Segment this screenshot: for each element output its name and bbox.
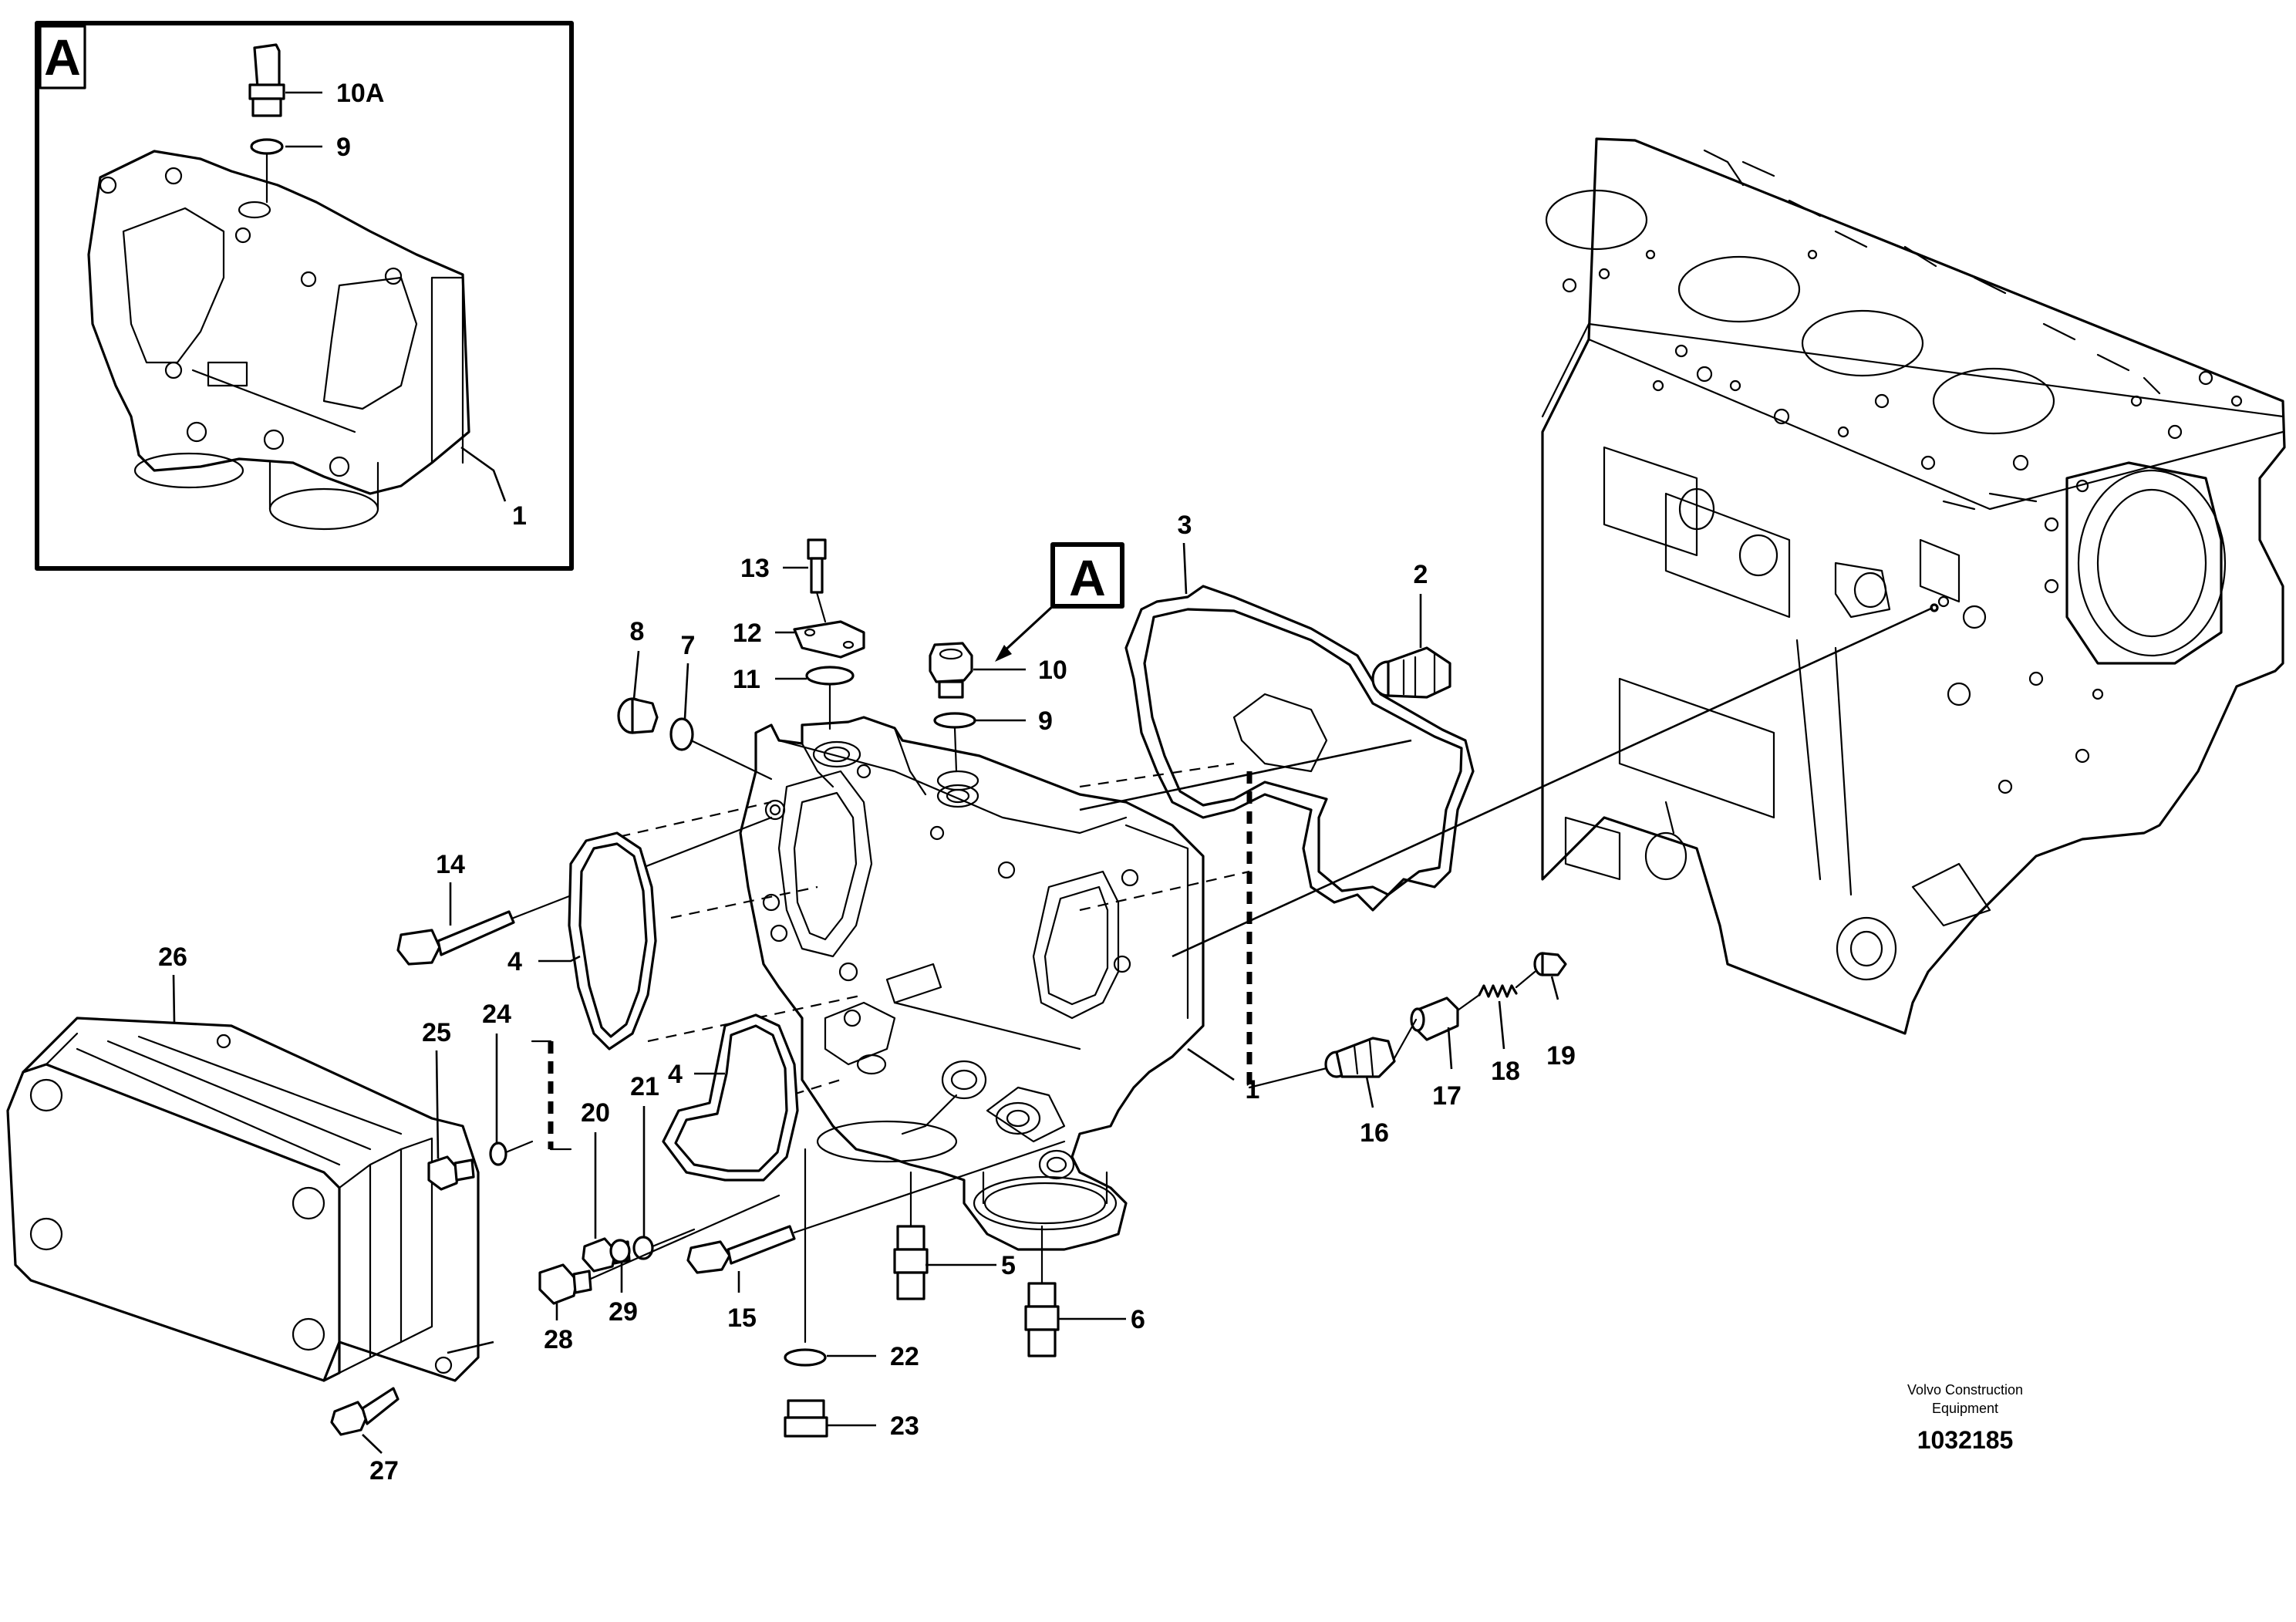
callout-1: 1 [1246, 1075, 1260, 1104]
callout-4-upper: 4 [507, 947, 522, 976]
callout-18: 18 [1491, 1057, 1520, 1086]
callout-6: 6 [1131, 1305, 1145, 1334]
piston-17 [1410, 996, 1459, 1041]
callout-26: 26 [158, 943, 187, 972]
callout-11: 11 [733, 665, 760, 694]
detail-tag: A [44, 29, 81, 86]
gasket-4-lower [662, 1013, 799, 1182]
o-ring-11 [805, 666, 855, 686]
callout-labels: 10A 9 1 13 12 11 10 9 8 7 3 2 14 4 4 26 … [158, 79, 1576, 1485]
oil-cooler-26 [6, 1017, 480, 1382]
view-a-marker: A [995, 542, 1124, 662]
plug-19 [1533, 952, 1567, 976]
callout-9-detail: 9 [336, 133, 351, 162]
seal-22 [784, 1348, 827, 1367]
bolt-27 [330, 1387, 400, 1436]
plug-8 [617, 697, 659, 734]
nipple-5 [893, 1225, 929, 1300]
callout-4-lower: 4 [668, 1060, 683, 1089]
plate-12 [793, 620, 865, 659]
engine-block [1541, 137, 2286, 1035]
drawing-number: 1032185 [1917, 1426, 2014, 1454]
callout-10a-detail: 10A [336, 79, 384, 108]
callout-3: 3 [1178, 511, 1192, 540]
callout-14: 14 [436, 850, 465, 879]
bolt-13 [807, 538, 827, 594]
callout-leaders [172, 91, 1559, 1454]
callout-5: 5 [1001, 1251, 1016, 1280]
callout-29: 29 [609, 1297, 638, 1327]
company-line-2: Equipment [1932, 1401, 1998, 1416]
callout-27: 27 [369, 1456, 399, 1485]
bolt-15 [686, 1225, 796, 1274]
callout-25: 25 [422, 1018, 451, 1047]
callout-9: 9 [1038, 706, 1053, 736]
callout-10: 10 [1038, 656, 1067, 685]
callout-2: 2 [1414, 560, 1428, 589]
callout-12: 12 [733, 619, 762, 648]
callout-1-detail: 1 [512, 501, 527, 531]
plug-2 [1371, 646, 1451, 699]
callout-23: 23 [890, 1411, 919, 1441]
seal-24 [489, 1141, 507, 1166]
callout-22: 22 [890, 1342, 919, 1371]
plug-20 [582, 1237, 617, 1273]
detail-view-a: A [35, 21, 574, 571]
callout-28: 28 [544, 1325, 573, 1354]
bolt-14 [396, 910, 515, 966]
plug-28 [538, 1263, 578, 1305]
seal-29 [609, 1239, 631, 1263]
seal-7 [669, 717, 694, 751]
valve-16 [1324, 1037, 1396, 1078]
plug-25 [427, 1155, 460, 1191]
seal-ring-9a [250, 138, 284, 155]
callout-21: 21 [630, 1072, 659, 1101]
fitting-10a [248, 43, 285, 117]
callout-20: 20 [581, 1098, 610, 1128]
callout-17: 17 [1432, 1081, 1462, 1111]
company-line-1: Volvo Construction [1907, 1382, 2023, 1398]
callout-13: 13 [740, 554, 770, 583]
plug-10 [929, 642, 973, 699]
callout-7: 7 [681, 631, 696, 660]
seal-ring-9 [933, 712, 976, 729]
spring-18 [1478, 984, 1518, 998]
callout-16: 16 [1360, 1118, 1389, 1148]
callout-15: 15 [727, 1303, 757, 1333]
filter-housing-1 [739, 716, 1205, 1251]
filter-housing-detail [87, 150, 470, 531]
callout-24: 24 [482, 1000, 511, 1029]
view-tag: A [1069, 549, 1106, 606]
plug-23 [784, 1399, 828, 1438]
callout-19: 19 [1546, 1041, 1576, 1071]
drawing-footer: Volvo Construction Equipment 1032185 [1907, 1382, 2023, 1454]
nipple-6 [1024, 1282, 1060, 1357]
callout-8: 8 [630, 617, 645, 646]
